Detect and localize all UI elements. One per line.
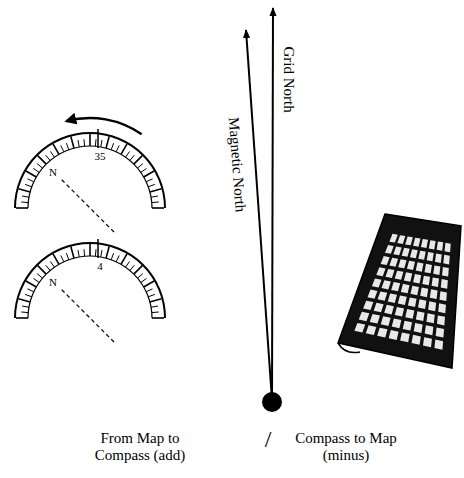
rotation-arrow bbox=[67, 118, 142, 134]
axis-label: Magnetic North bbox=[225, 117, 249, 213]
rule-caption: Compass to Map (minus) bbox=[294, 430, 398, 465]
compass-dials bbox=[14, 129, 166, 343]
map-sheet bbox=[338, 214, 461, 368]
origin-dot bbox=[262, 392, 282, 412]
north-mark: N bbox=[49, 166, 57, 179]
dial-reading: 4 bbox=[97, 260, 103, 273]
compass-dial bbox=[14, 239, 166, 343]
dial-reading: 35 bbox=[95, 150, 106, 163]
axis-label: Grid North bbox=[279, 47, 296, 113]
rule-caption: From Map to Compass (add) bbox=[84, 430, 196, 465]
north-mark: N bbox=[49, 276, 57, 289]
magnetic-north-arrow bbox=[246, 30, 272, 400]
grid-north-arrow bbox=[272, 8, 273, 400]
separator: / bbox=[265, 426, 272, 454]
compass-dial bbox=[14, 129, 166, 233]
